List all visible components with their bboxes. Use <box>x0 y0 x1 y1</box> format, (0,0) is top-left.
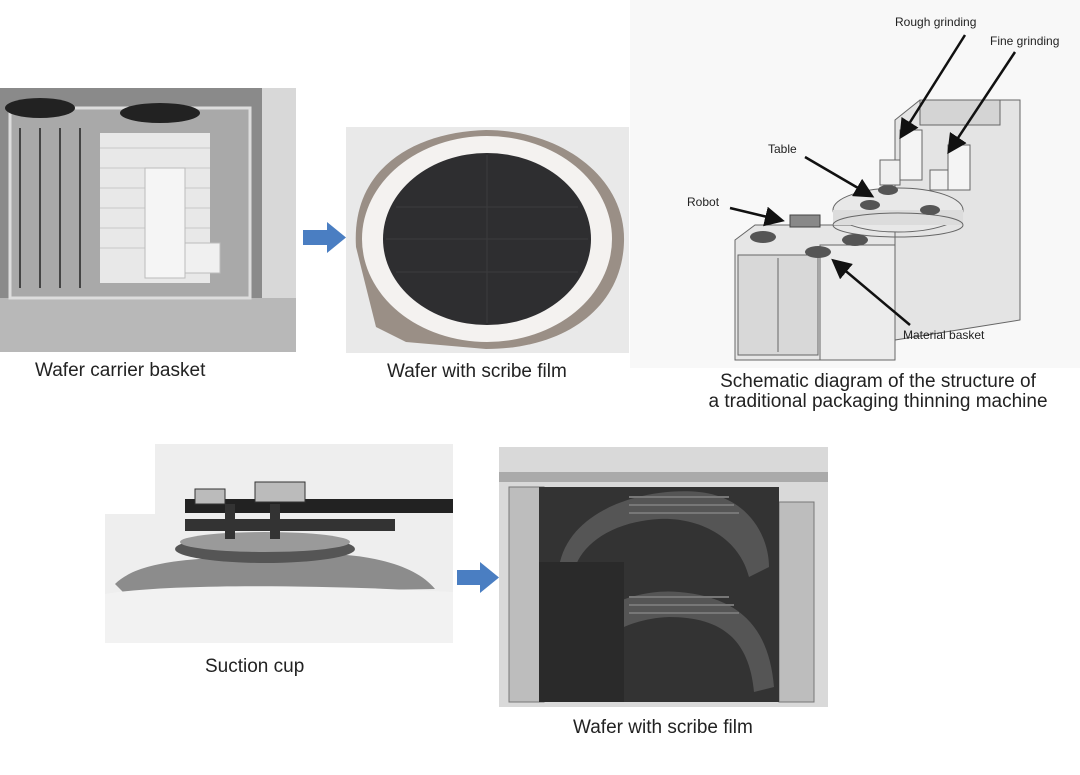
caption-schematic-line2: a traditional packaging thinning machine <box>708 391 1048 412</box>
caption-wafer-scribe-film-top: Wafer with scribe film <box>387 361 567 382</box>
caption-schematic-line1: Schematic diagram of the structure of <box>720 371 1036 392</box>
flow-arrow-icon <box>303 222 346 253</box>
label-fine-grinding: Fine grinding <box>990 34 1059 48</box>
suction-cup-photo <box>105 444 453 643</box>
wafer-cassette-photo <box>499 447 828 707</box>
wafer-carrier-basket-photo <box>0 88 296 352</box>
label-robot: Robot <box>687 195 720 209</box>
thinning-machine-schematic: Rough grinding Fine grinding Table Robot… <box>630 0 1080 368</box>
caption-wafer-carrier-basket: Wafer carrier basket <box>35 360 206 381</box>
label-rough-grinding: Rough grinding <box>895 15 976 29</box>
caption-schematic: Schematic diagram of the structure of a … <box>680 372 1076 412</box>
wafer-scribe-film-photo <box>346 127 629 353</box>
flow-arrow-icon <box>457 562 499 593</box>
label-table: Table <box>768 142 797 156</box>
caption-wafer-scribe-film-bottom: Wafer with scribe film <box>573 717 753 738</box>
label-material-basket: Material basket <box>903 328 985 342</box>
caption-suction-cup: Suction cup <box>205 656 305 677</box>
